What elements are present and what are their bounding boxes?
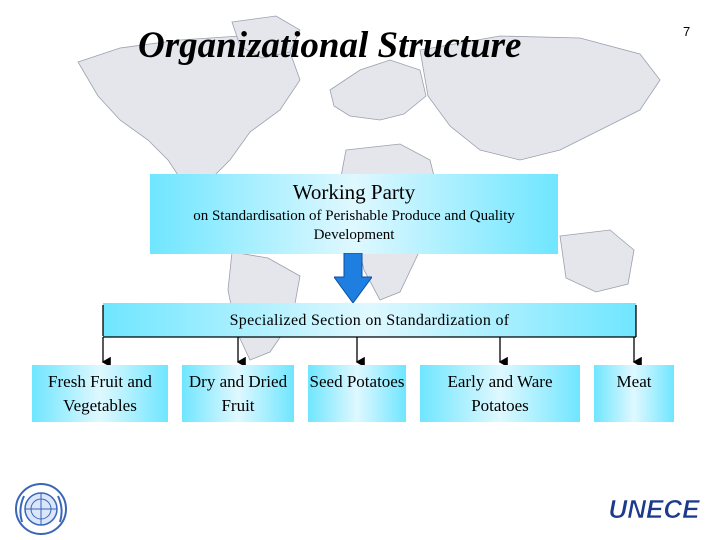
subgroup-label: Fresh Fruit and Vegetables	[48, 372, 152, 415]
subgroup-meat: Meat	[594, 365, 674, 422]
unece-logo-text: UNECE	[608, 494, 700, 524]
working-party-box: Working Party on Standardisation of Peri…	[150, 174, 558, 254]
subgroup-label: Seed Potatoes	[309, 372, 405, 391]
subgroup-label: Dry and Dried Fruit	[188, 372, 288, 415]
specialized-section-box: Specialized Section on Standardization o…	[103, 303, 636, 337]
specialized-section-title: Specialized Section on Standardization o…	[229, 312, 510, 329]
working-party-subtitle: on Standardisation of Perishable Produce…	[193, 208, 515, 243]
subgroup-seed-potatoes: Seed Potatoes	[308, 365, 406, 422]
slide-title: Organizational Structure	[138, 25, 522, 66]
subgroup-fresh-fruit-vegetables: Fresh Fruit and Vegetables	[32, 365, 168, 422]
un-emblem-icon	[15, 483, 67, 535]
subgroup-dry-dried-fruit: Dry and Dried Fruit	[182, 365, 294, 422]
down-arrow-icon	[334, 253, 372, 303]
page-number: 7	[683, 24, 691, 39]
working-party-title: Working Party	[292, 180, 416, 204]
subgroup-early-ware-potatoes: Early and Ware Potatoes	[420, 365, 580, 422]
unece-logo: UNECE	[608, 494, 700, 525]
subgroup-label: Early and Ware Potatoes	[447, 372, 553, 415]
subgroup-label: Meat	[616, 372, 652, 391]
